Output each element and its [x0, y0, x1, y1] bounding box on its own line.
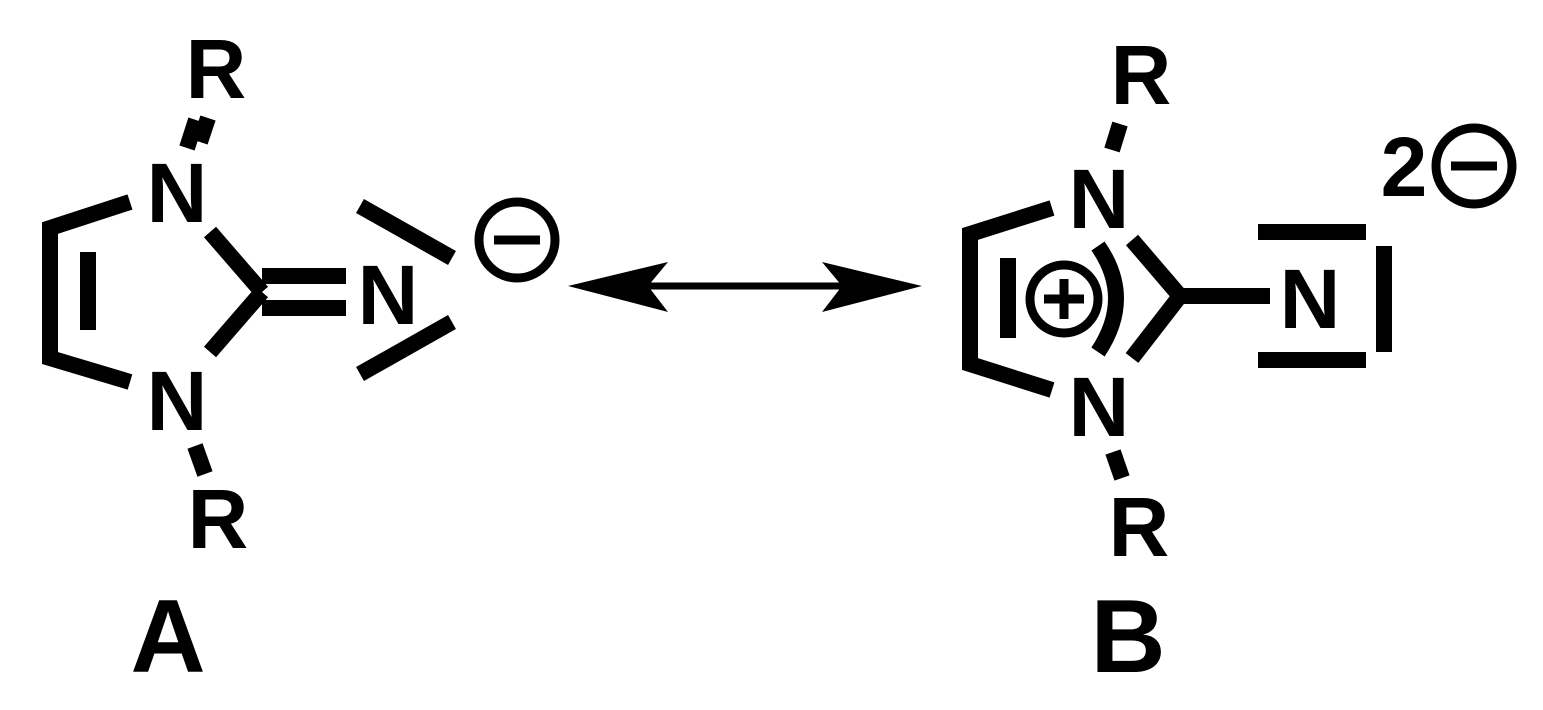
a-lone-pair-upper — [356, 199, 456, 265]
a-bond-n-top-r — [179, 117, 204, 151]
a-negative-charge-icon — [474, 197, 560, 283]
a-atom-r-bottom: R — [188, 472, 249, 566]
b-bond-n-top-c2 — [1125, 234, 1187, 302]
a-bond-n-top-c2 — [203, 226, 269, 298]
b-charge-count: 2 — [1381, 120, 1428, 214]
b-atom-n-top: N — [1069, 152, 1130, 246]
b-negative-charge-icon — [1431, 123, 1517, 209]
b-atom-r-bottom: R — [1109, 480, 1170, 574]
a-atom-n-top: N — [147, 146, 208, 240]
a-atom-n-bottom: N — [147, 354, 208, 448]
structure-a: R N N R N A — [42, 22, 560, 695]
b-delocalization-arc — [1091, 241, 1124, 357]
a-ring-backbone — [42, 194, 133, 390]
b-positive-charge-icon — [1025, 260, 1103, 338]
a-lone-pair-lower — [356, 315, 456, 381]
b-atom-r-top: R — [1111, 28, 1172, 122]
b-bond-n-bottom-r — [1105, 449, 1130, 481]
b-ring-backbone — [962, 200, 1055, 398]
b-atom-n-exo: N — [1280, 252, 1341, 346]
b-atom-n-bottom: N — [1069, 360, 1130, 454]
resonance-arrow-icon — [568, 262, 922, 312]
b-bond-n-bottom-c2 — [1125, 291, 1187, 363]
a-atom-r-top: R — [186, 22, 247, 116]
a-bond-n-bottom-r — [187, 443, 213, 477]
a-bond-n-top-r-upper — [192, 115, 216, 145]
structure-b: R N N R N 2 B — [962, 28, 1517, 695]
a-bond-n-bottom-c2 — [203, 286, 269, 358]
b-bond-n-top-r — [1104, 121, 1128, 153]
structure-label-a: A — [130, 579, 205, 695]
a-atom-n-exo: N — [358, 248, 419, 342]
structure-label-b: B — [1090, 579, 1165, 695]
